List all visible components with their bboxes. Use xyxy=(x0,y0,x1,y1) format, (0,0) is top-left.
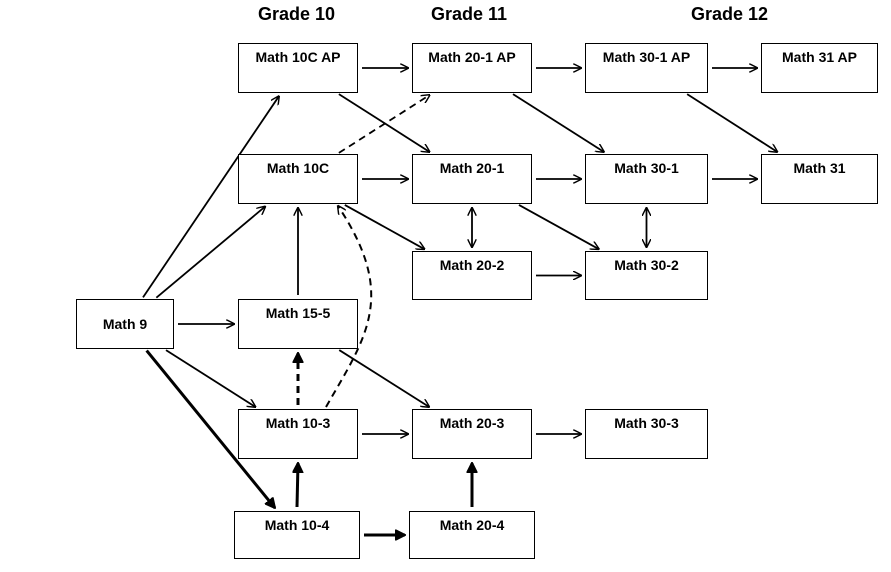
node-math-31-ap: Math 31 AP xyxy=(761,43,878,93)
arrow-math20-1-ap-to-math30-1 xyxy=(512,93,604,152)
arrow-math9-to-math10c xyxy=(155,207,265,299)
node-math-31: Math 31 xyxy=(761,154,878,204)
node-math-15-5: Math 15-5 xyxy=(238,299,358,349)
grade-12-header: Grade 12 xyxy=(691,4,769,24)
node-math-30-1: Math 30-1 xyxy=(585,154,708,204)
node-math-9: Math 9 xyxy=(76,299,174,349)
arrow-math10c-to-math20-2 xyxy=(344,204,424,249)
grade-11-header: Grade 11 xyxy=(431,4,508,24)
arrow-math10-3-to-math10c xyxy=(325,206,373,408)
arrow-math9-to-math10c-ap xyxy=(142,96,279,298)
node-math-20-1-ap: Math 20-1 AP xyxy=(412,43,532,93)
arrow-math30-1-ap-to-math31 xyxy=(686,93,777,152)
arrow-math20-1-to-math30-2 xyxy=(518,204,599,249)
arrow-math10-4-to-math10-3 xyxy=(297,463,298,508)
node-math-30-2: Math 30-2 xyxy=(585,251,708,300)
arrow-math15-5-to-math20-3 xyxy=(338,349,429,407)
node-math-30-1-ap: Math 30-1 AP xyxy=(585,43,708,93)
node-math-20-2: Math 20-2 xyxy=(412,251,532,300)
node-math-10c-ap: Math 10C AP xyxy=(238,43,358,93)
grade-10-header: Grade 10 xyxy=(258,4,336,24)
node-math-20-3: Math 20-3 xyxy=(412,409,532,459)
node-math-30-3: Math 30-3 xyxy=(585,409,708,459)
node-math-10c: Math 10C xyxy=(238,154,358,204)
node-math-10-3: Math 10-3 xyxy=(238,409,358,459)
arrow-math9-to-math10-4 xyxy=(145,349,275,508)
node-math-20-4: Math 20-4 xyxy=(409,511,535,559)
arrow-math9-to-math10-3 xyxy=(165,349,255,407)
arrow-math10c-to-math20-1-ap xyxy=(338,95,430,154)
node-math-20-1: Math 20-1 xyxy=(412,154,532,204)
node-math-10-4: Math 10-4 xyxy=(234,511,360,559)
arrow-math10c-ap-to-math20-1 xyxy=(338,93,430,152)
